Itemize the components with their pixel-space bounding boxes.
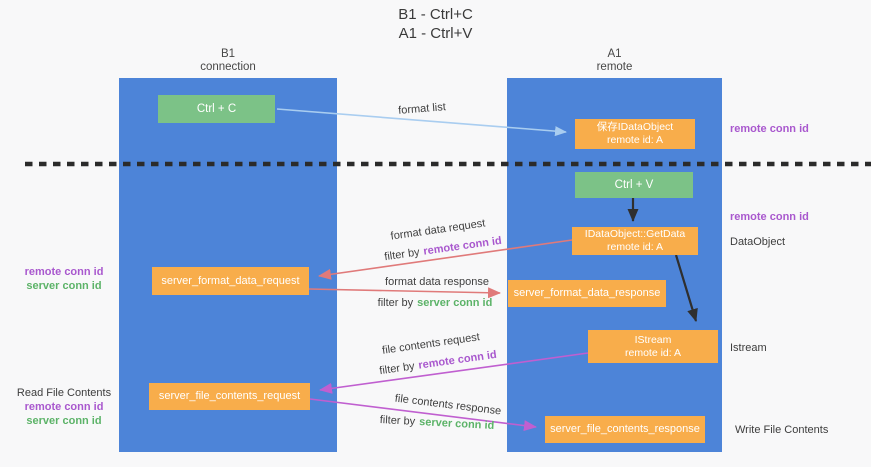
istream-line2: remote id: A [624, 346, 682, 359]
istream-box: IStream remote id: A [588, 330, 718, 363]
read-file-contents-labels: Read File Contents remote conn id server… [8, 386, 120, 428]
server-format-data-request-box: server_format_data_request [152, 267, 309, 295]
server-file-contents-request-box: server_file_contents_request [149, 383, 310, 410]
right-column-header: A1 remote [507, 48, 722, 74]
getdata-box: IDataObject::GetData remote id: A [572, 227, 698, 255]
server-file-contents-response-label: server_file_contents_response [550, 423, 700, 435]
ctrl-c-box: Ctrl + C [158, 95, 275, 123]
remote-conn-id-label: remote conn id [24, 266, 104, 278]
right-column-role: remote [596, 61, 633, 73]
server-conn-id-highlight: server conn id [418, 416, 495, 432]
filter-by-text: filter by [383, 246, 421, 264]
server-conn-id-highlight: server conn id [417, 297, 493, 309]
save-dataobject-line2: remote id: A [606, 134, 664, 146]
server-conn-id-label: server conn id [26, 415, 102, 427]
diagram-title: B1 - Ctrl+C A1 - Ctrl+V [0, 5, 871, 43]
server-format-data-response-box: server_format_data_response [508, 280, 666, 307]
left-column-role: connection [200, 61, 256, 73]
filter-by-text: filter by [378, 360, 416, 378]
title-line-1: B1 - Ctrl+C [398, 6, 473, 23]
save-dataobject-box: 保存IDataObject remote id: A [575, 119, 695, 149]
format-data-response-label: format data response [385, 276, 489, 288]
left-column-header: B1 connection [119, 48, 337, 74]
file-contents-response-label: file contents response [394, 392, 502, 418]
left-column-name: B1 [220, 48, 236, 60]
save-dataobject-line1: 保存IDataObject [596, 121, 674, 133]
istream-side-label: Istream [730, 342, 767, 354]
server-format-data-request-label: server_format_data_request [161, 274, 300, 287]
format-data-response-arrow [308, 287, 501, 299]
server-format-data-response-label: server_format_data_response [513, 287, 661, 299]
ctrl-v-label: Ctrl + V [614, 178, 654, 191]
server-file-contents-request-label: server_file_contents_request [158, 390, 301, 402]
left-conn-id-labels: remote conn id server conn id [8, 265, 120, 293]
read-file-contents-label: Read File Contents [16, 387, 112, 399]
filter-by-text: filter by [379, 414, 416, 428]
server-file-contents-response-box: server_file_contents_response [545, 416, 705, 443]
format-list-label: format list [397, 101, 447, 117]
write-file-contents-label: Write File Contents [735, 424, 829, 436]
right-column-name: A1 [607, 48, 622, 60]
remote-conn-id-highlight: remote conn id [417, 348, 498, 372]
getdata-line2: remote id: A [606, 241, 664, 253]
remote-conn-id-label: remote conn id [24, 401, 104, 413]
title-line-2: A1 - Ctrl+V [398, 25, 473, 42]
remote-conn-id-label-right-1: remote conn id [730, 123, 809, 135]
ctrl-v-box: Ctrl + V [575, 172, 693, 198]
server-conn-id-label: server conn id [26, 280, 102, 292]
getdata-line1: IDataObject::GetData [584, 228, 686, 240]
istream-line1: IStream [634, 333, 672, 346]
dataobject-label: DataObject [730, 236, 786, 248]
remote-conn-id-label-right-2: remote conn id [730, 211, 809, 223]
ctrl-c-label: Ctrl + C [196, 102, 237, 115]
filter-by-text: filter by [377, 297, 414, 309]
remote-conn-id-highlight: remote conn id [422, 234, 503, 258]
